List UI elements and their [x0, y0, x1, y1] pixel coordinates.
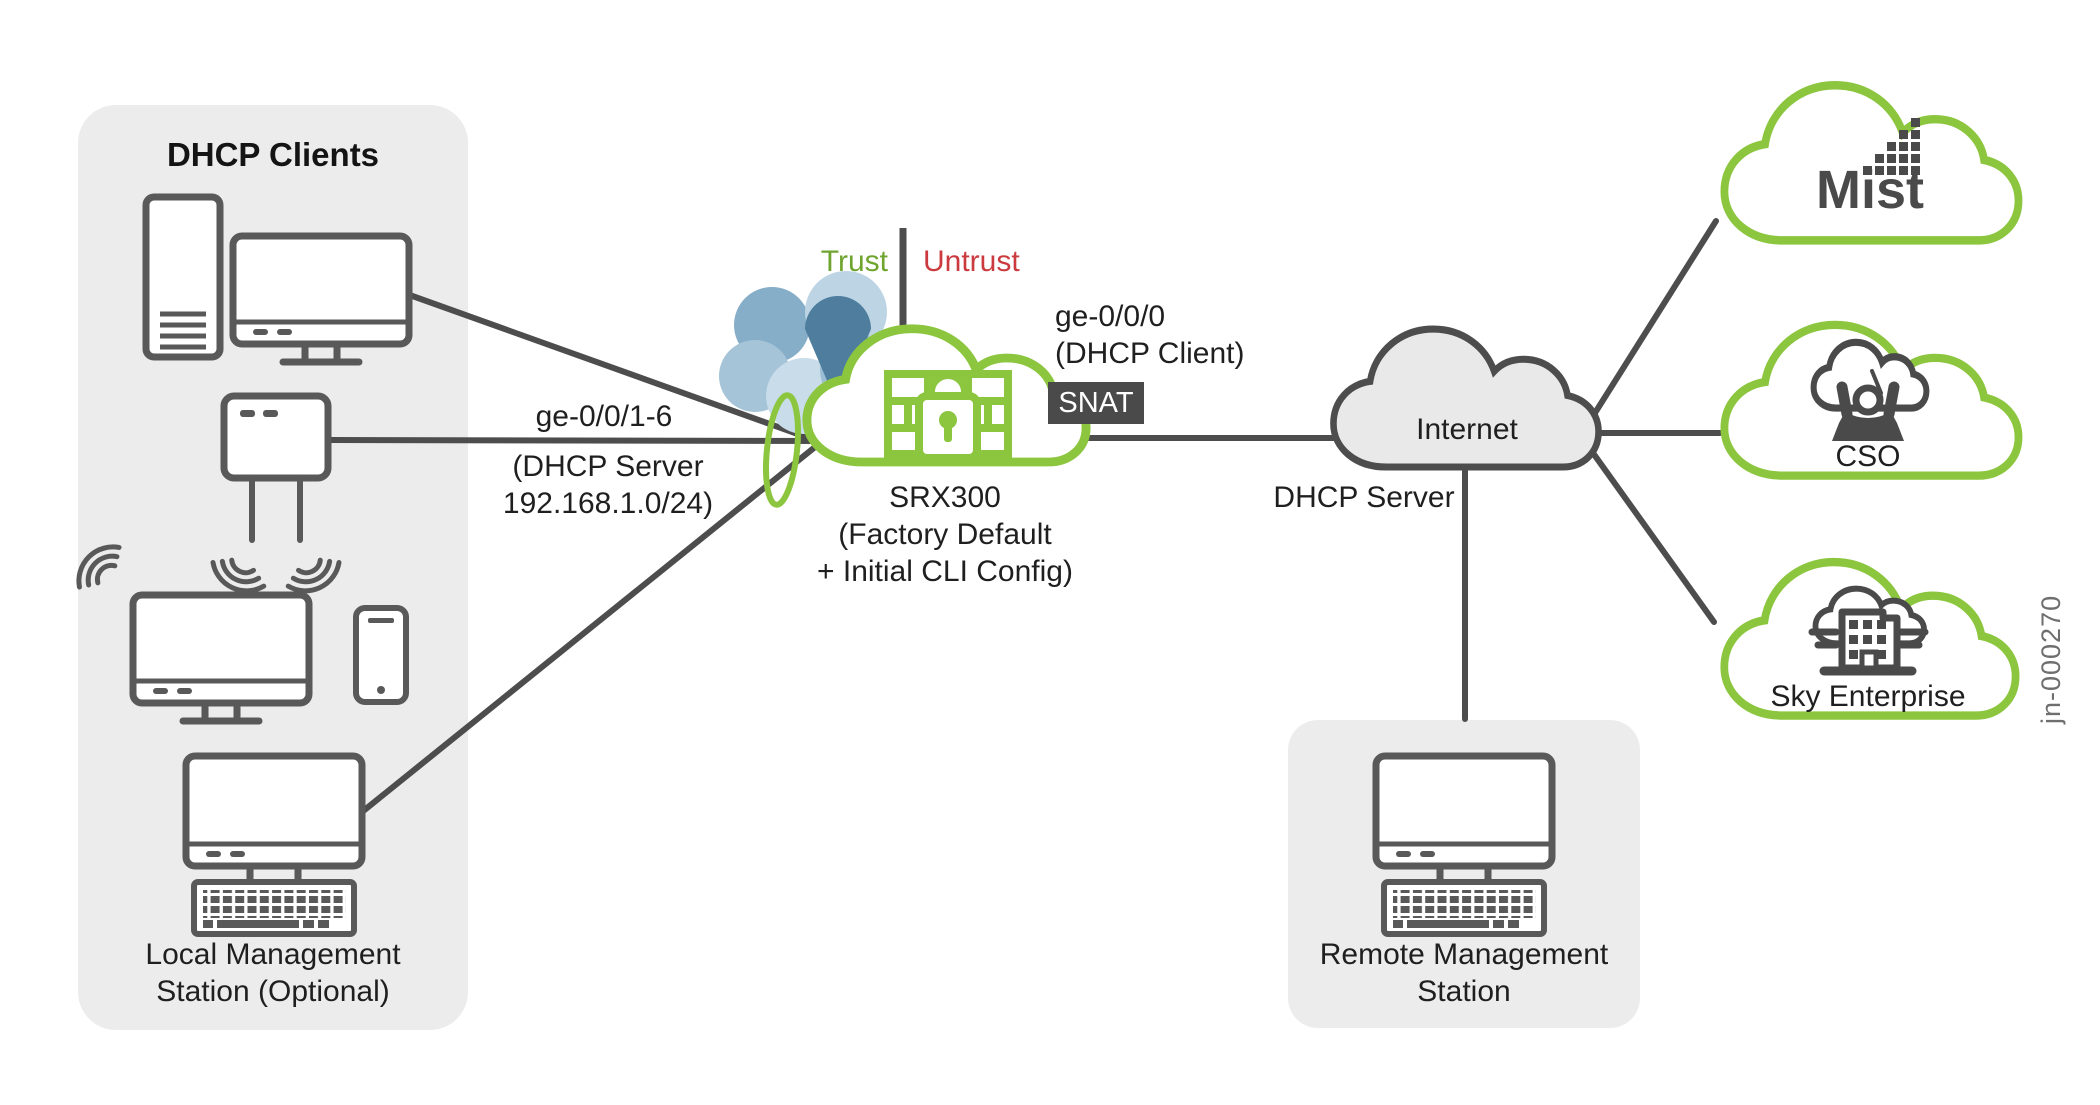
enterprise-building-icon	[1808, 589, 1929, 676]
mist-logo-dots-icon	[1863, 118, 1920, 175]
tower-pc-icon	[142, 193, 224, 361]
connection-line-desktop-srx	[401, 290, 823, 445]
snat-badge: SNAT	[1048, 382, 1144, 424]
srx-config-line1: (Factory Default	[838, 518, 1052, 551]
lan-note-line1: (DHCP Server	[512, 450, 704, 483]
connection-lines	[327, 218, 1723, 815]
srx-name: SRX300	[889, 481, 1001, 514]
wifi-waves-icon	[69, 537, 126, 594]
connection-line-internet-sky	[1585, 443, 1717, 625]
firewall-lock-icon	[884, 370, 1012, 462]
local-station-line2: Station (Optional)	[156, 975, 390, 1008]
desktop-monitor-icon	[233, 236, 409, 362]
internet-label: Internet	[1416, 413, 1518, 446]
remote-management-station-icon	[1376, 756, 1552, 934]
wan-interface-note: (DHCP Client)	[1055, 337, 1245, 370]
mist-cloud-label: Mist	[1816, 160, 1924, 220]
dhcp-server-label: DHCP Server	[1273, 481, 1455, 514]
wireless-display-icon	[133, 595, 309, 721]
remote-station-line1: Remote Management	[1319, 938, 1609, 971]
wan-interface-label: ge-0/0/0 (DHCP Client)	[1055, 298, 1244, 372]
dhcp-clients-title: DHCP Clients	[166, 136, 380, 173]
sky-enterprise-cloud-label: Sky Enterprise	[1770, 680, 1966, 713]
srx-config-line2: + Initial CLI Config)	[817, 555, 1073, 588]
connection-line-ap-srx	[327, 437, 823, 444]
smartphone-icon	[353, 605, 409, 705]
untrust-zone-label: Untrust	[923, 245, 1020, 278]
connection-line-localstation-srx	[359, 440, 823, 815]
access-point-icon	[220, 392, 332, 543]
connection-line-internet-mist	[1585, 218, 1719, 427]
cso-conductor-icon	[1814, 342, 1927, 441]
remote-station-label: Remote Management Station	[1288, 936, 1640, 1010]
local-management-station-icon	[186, 756, 362, 934]
remote-station-line2: Station	[1417, 975, 1511, 1008]
lan-note-line2: 192.168.1.0/24)	[502, 487, 714, 520]
lan-interface-label: ge-0/0/1-6	[535, 400, 673, 433]
figure-id: jn-000270	[2036, 594, 2066, 724]
interface-ellipse	[763, 392, 801, 508]
srx-device-label: SRX300 (Factory Default + Initial CLI Co…	[770, 479, 1120, 590]
trust-zone-label: Trust	[820, 245, 888, 278]
local-station-label: Local Management Station (Optional)	[78, 936, 468, 1010]
cso-cloud-label: CSO	[1835, 440, 1901, 473]
local-station-line1: Local Management	[145, 938, 401, 971]
lan-interface-note: (DHCP Server 192.168.1.0/24)	[458, 448, 758, 522]
wan-interface-name: ge-0/0/0	[1055, 300, 1166, 333]
